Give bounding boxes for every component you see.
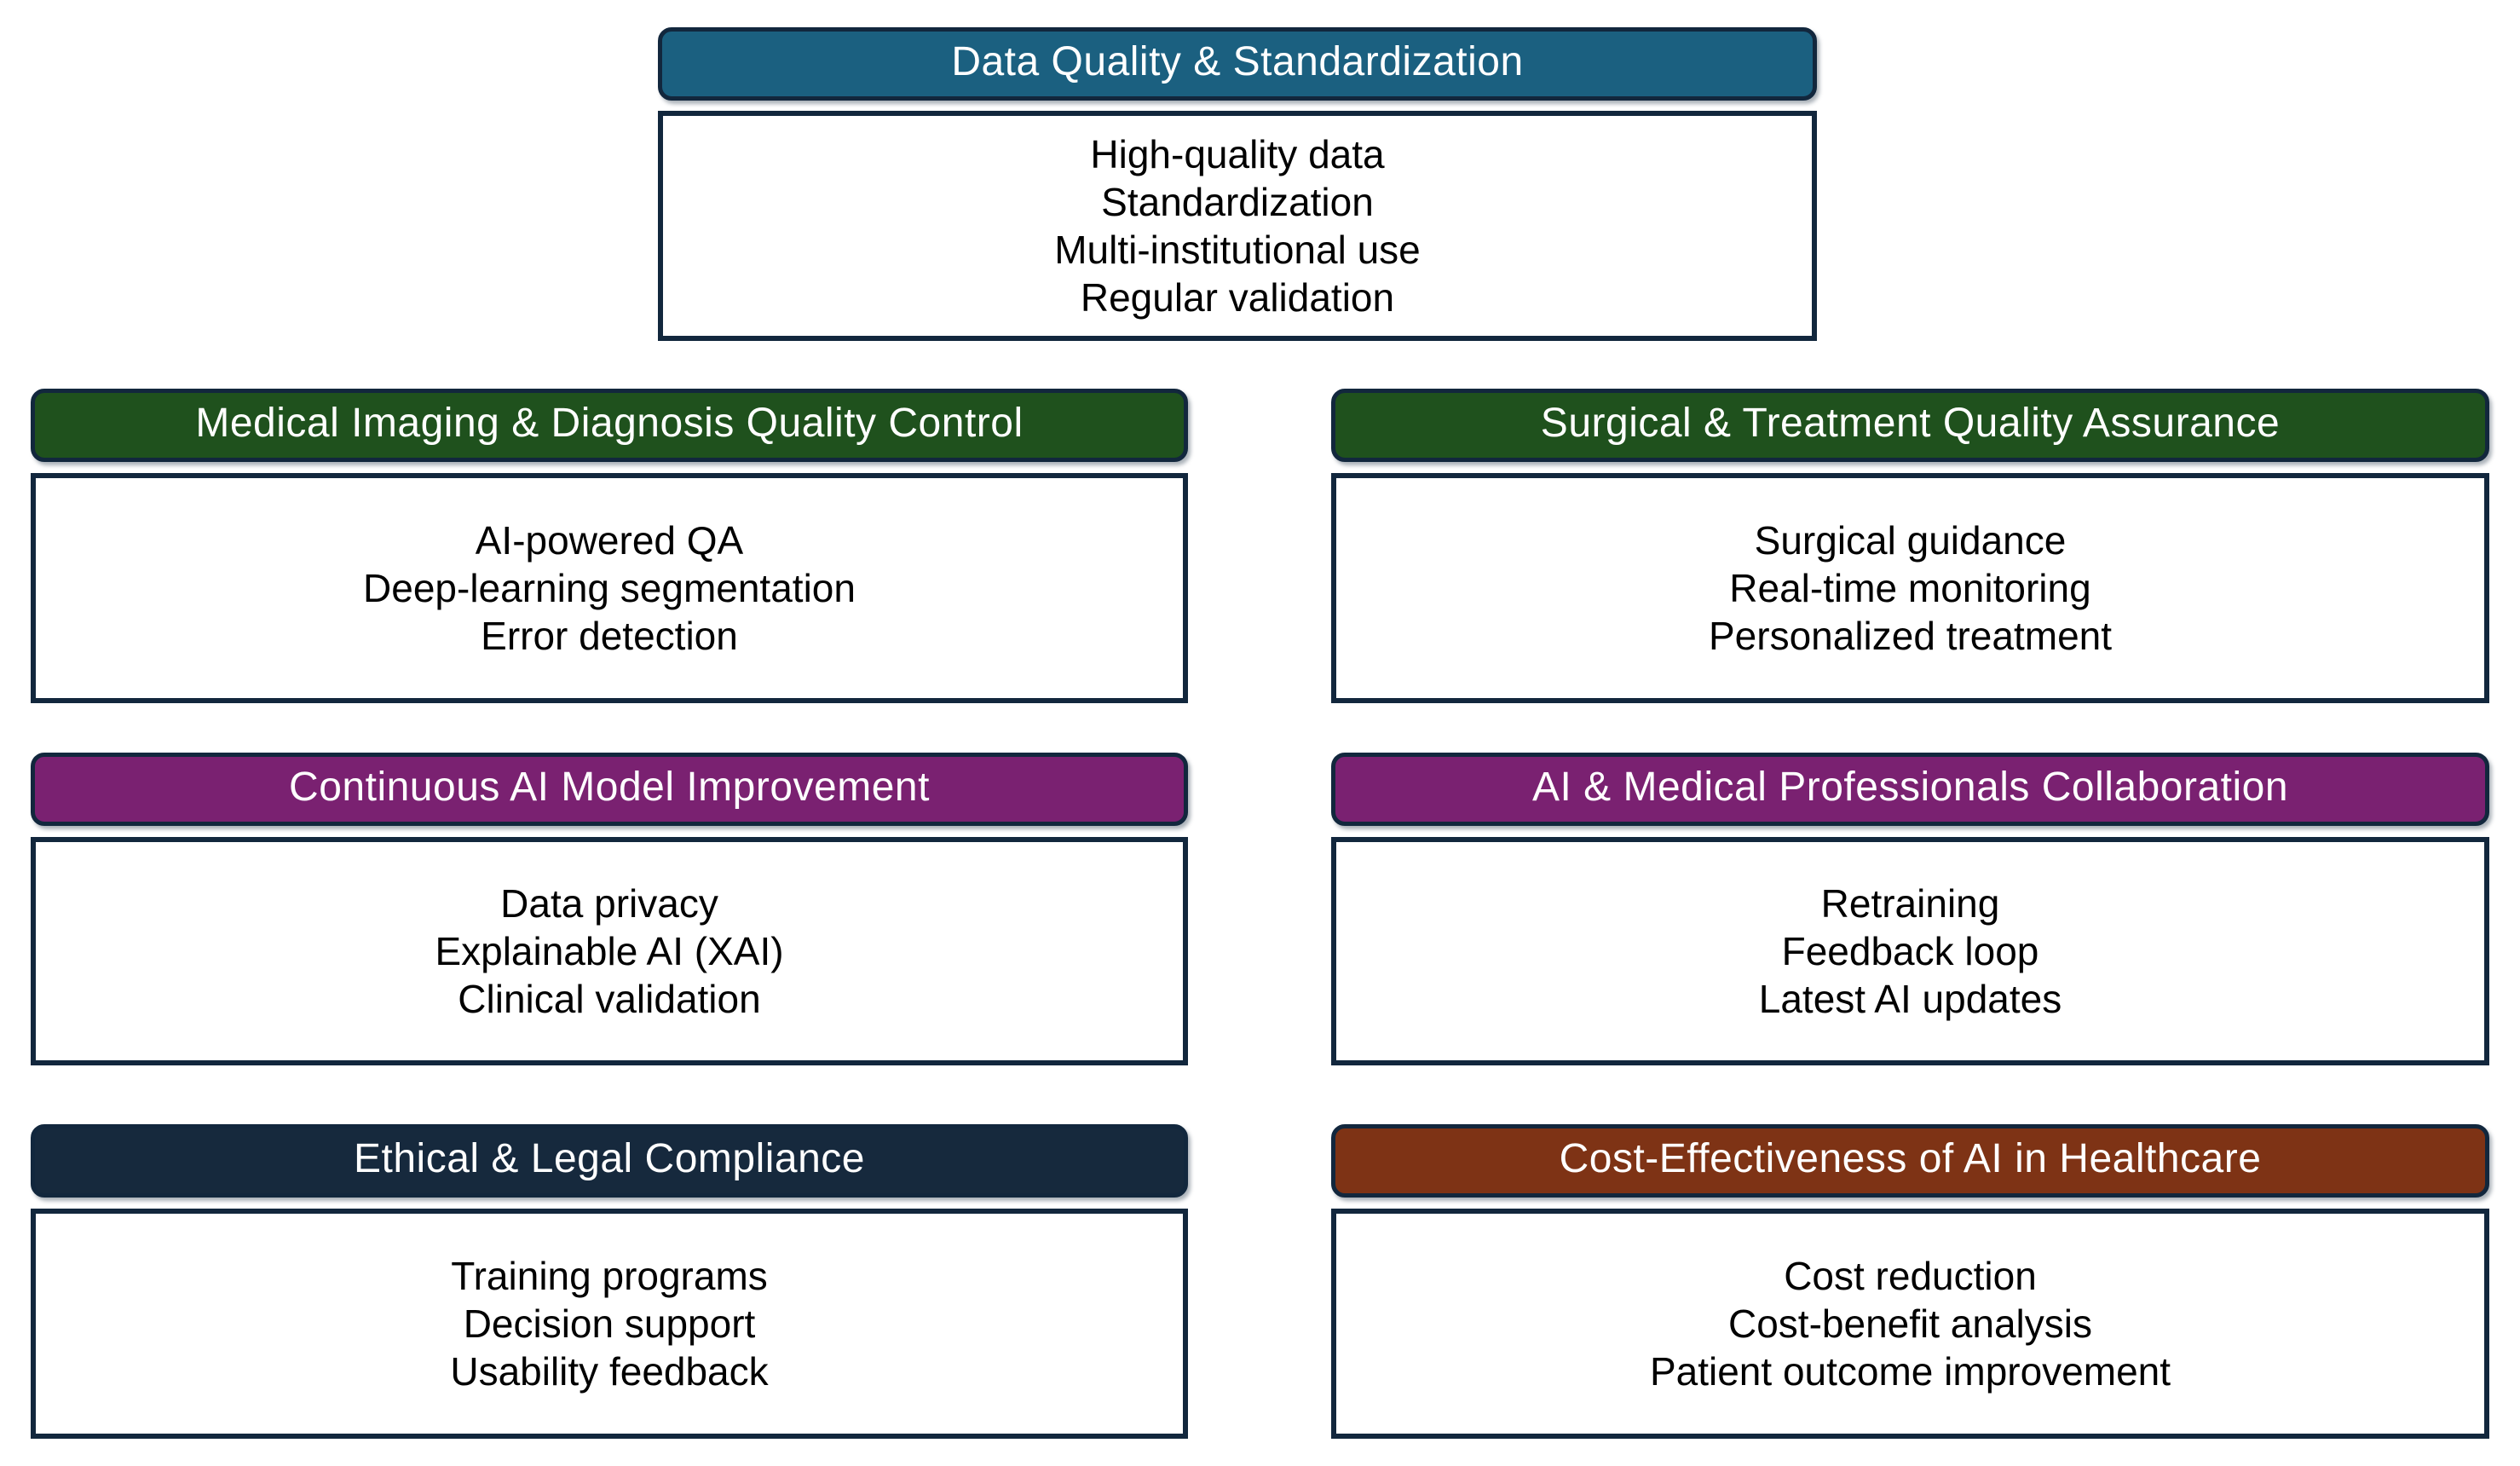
panel-body-ai-collaboration: Retraining Feedback loop Latest AI updat… [1331,837,2489,1065]
panel-item: Clinical validation [458,977,761,1021]
panel-item: Cost reduction [1784,1254,2037,1298]
panel-item: Explainable AI (XAI) [435,929,784,973]
panel-item: Latest AI updates [1758,977,2062,1021]
panel-ai-medical-professionals-collaboration: AI & Medical Professionals Collaboration… [1331,753,2489,1065]
panel-body-ethical-legal: Training programs Decision support Usabi… [31,1209,1188,1439]
panel-item: Deep-learning segmentation [363,566,856,610]
panel-item: AI-powered QA [475,518,744,563]
panel-title: Continuous AI Model Improvement [289,765,930,810]
panel-ethical-legal-compliance: Ethical & Legal Compliance Training prog… [31,1124,1188,1439]
panel-title: AI & Medical Professionals Collaboration [1531,765,2289,810]
panel-continuous-ai-model-improvement: Continuous AI Model Improvement Data pri… [31,753,1188,1065]
panel-body-cost-effectiveness: Cost reduction Cost-benefit analysis Pat… [1331,1209,2489,1439]
panel-item: Usability feedback [450,1349,769,1394]
panel-header-cost-effectiveness: Cost-Effectiveness of AI in Healthcare [1331,1124,2489,1198]
panel-surgical-treatment-quality-assurance: Surgical & Treatment Quality Assurance S… [1331,389,2489,703]
panel-item: Retraining [1820,881,2000,926]
panel-body-continuous-ai: Data privacy Explainable AI (XAI) Clinic… [31,837,1188,1065]
panel-title: Surgical & Treatment Quality Assurance [1540,401,2281,446]
panel-title: Ethical & Legal Compliance [354,1136,865,1181]
panel-header-medical-imaging: Medical Imaging & Diagnosis Quality Cont… [31,389,1188,462]
panel-item: Personalized treatment [1708,614,2113,658]
panel-item: Multi-institutional use [1054,228,1421,272]
panel-body-medical-imaging: AI-powered QA Deep-learning segmentation… [31,473,1188,703]
panel-data-quality-standardization: Data Quality & Standardization High-qual… [658,27,1817,341]
panel-header-data-quality: Data Quality & Standardization [658,27,1817,101]
panel-medical-imaging-quality-control: Medical Imaging & Diagnosis Quality Cont… [31,389,1188,703]
panel-cost-effectiveness-ai-healthcare: Cost-Effectiveness of AI in Healthcare C… [1331,1124,2489,1439]
panel-item: Regular validation [1080,275,1395,320]
panel-body-data-quality: High-quality data Standardization Multi-… [658,111,1817,341]
panel-title: Cost-Effectiveness of AI in Healthcare [1559,1136,2262,1181]
panel-header-continuous-ai: Continuous AI Model Improvement [31,753,1188,826]
panel-item: High-quality data [1090,132,1385,176]
panel-item: Training programs [451,1254,768,1298]
panel-header-ai-collaboration: AI & Medical Professionals Collaboration [1331,753,2489,826]
panel-item: Real-time monitoring [1729,566,2091,610]
panel-item: Data privacy [500,881,718,926]
panel-title: Data Quality & Standardization [951,39,1524,84]
panel-body-surgical-treatment: Surgical guidance Real-time monitoring P… [1331,473,2489,703]
panel-title: Medical Imaging & Diagnosis Quality Cont… [195,401,1024,446]
panel-header-ethical-legal: Ethical & Legal Compliance [31,1124,1188,1198]
panel-item: Feedback loop [1781,929,2039,973]
panel-header-surgical-treatment: Surgical & Treatment Quality Assurance [1331,389,2489,462]
panel-item: Patient outcome improvement [1649,1349,2171,1394]
panel-item: Cost-benefit analysis [1728,1302,2092,1346]
panel-item: Standardization [1101,180,1374,224]
panel-item: Surgical guidance [1754,518,2067,563]
panel-item: Decision support [463,1302,756,1346]
panel-item: Error detection [481,614,738,658]
